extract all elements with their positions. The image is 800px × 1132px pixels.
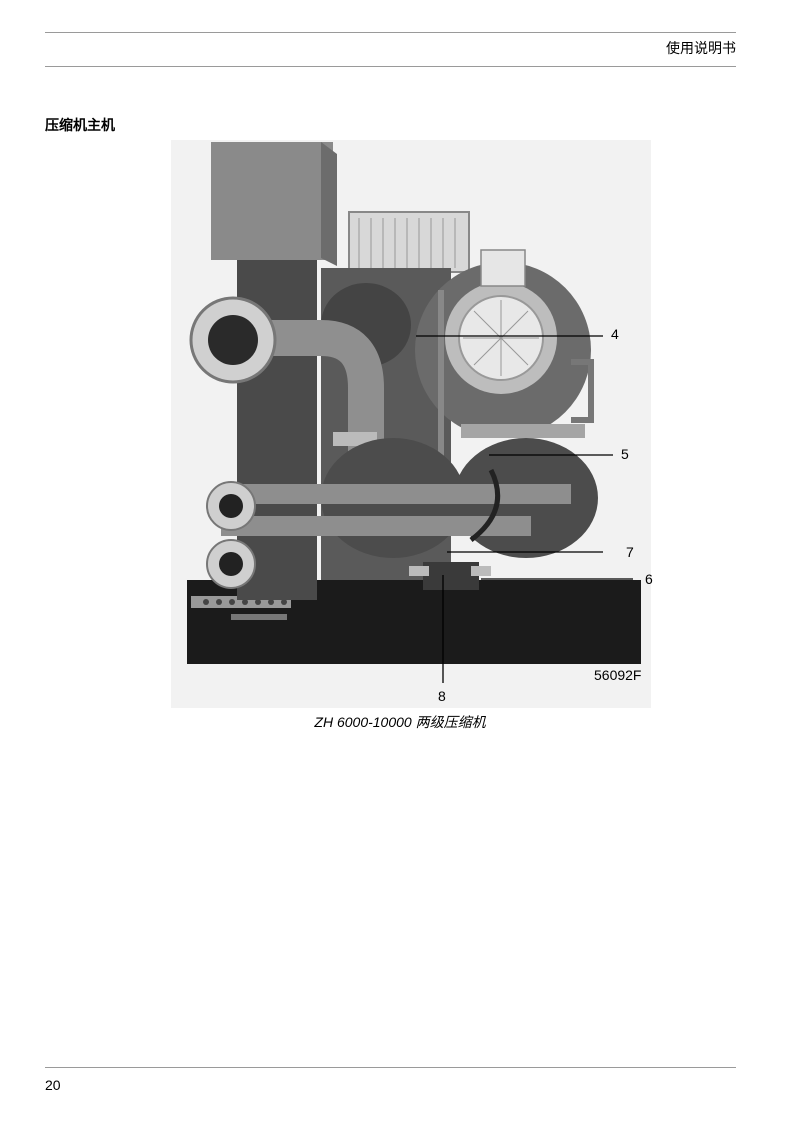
callout-7: 7: [626, 544, 634, 560]
section-title: 压缩机主机: [45, 117, 115, 133]
callout-4: 4: [611, 326, 619, 342]
callout-8: 8: [438, 688, 446, 704]
compressor-illustration: [171, 140, 651, 708]
header-rule-top: [45, 32, 736, 33]
compressor-figure: 4 5 7 6 8 56092F: [171, 140, 653, 708]
page-number: 20: [45, 1077, 61, 1093]
header-title: 使用说明书: [666, 40, 736, 56]
callout-5: 5: [621, 446, 629, 462]
footer-rule: [45, 1067, 736, 1068]
header-rule-bottom: [45, 66, 736, 67]
figure-code: 56092F: [594, 667, 642, 683]
callout-6: 6: [645, 571, 653, 587]
figure-caption: ZH 6000-10000 两级压缩机: [314, 714, 486, 730]
